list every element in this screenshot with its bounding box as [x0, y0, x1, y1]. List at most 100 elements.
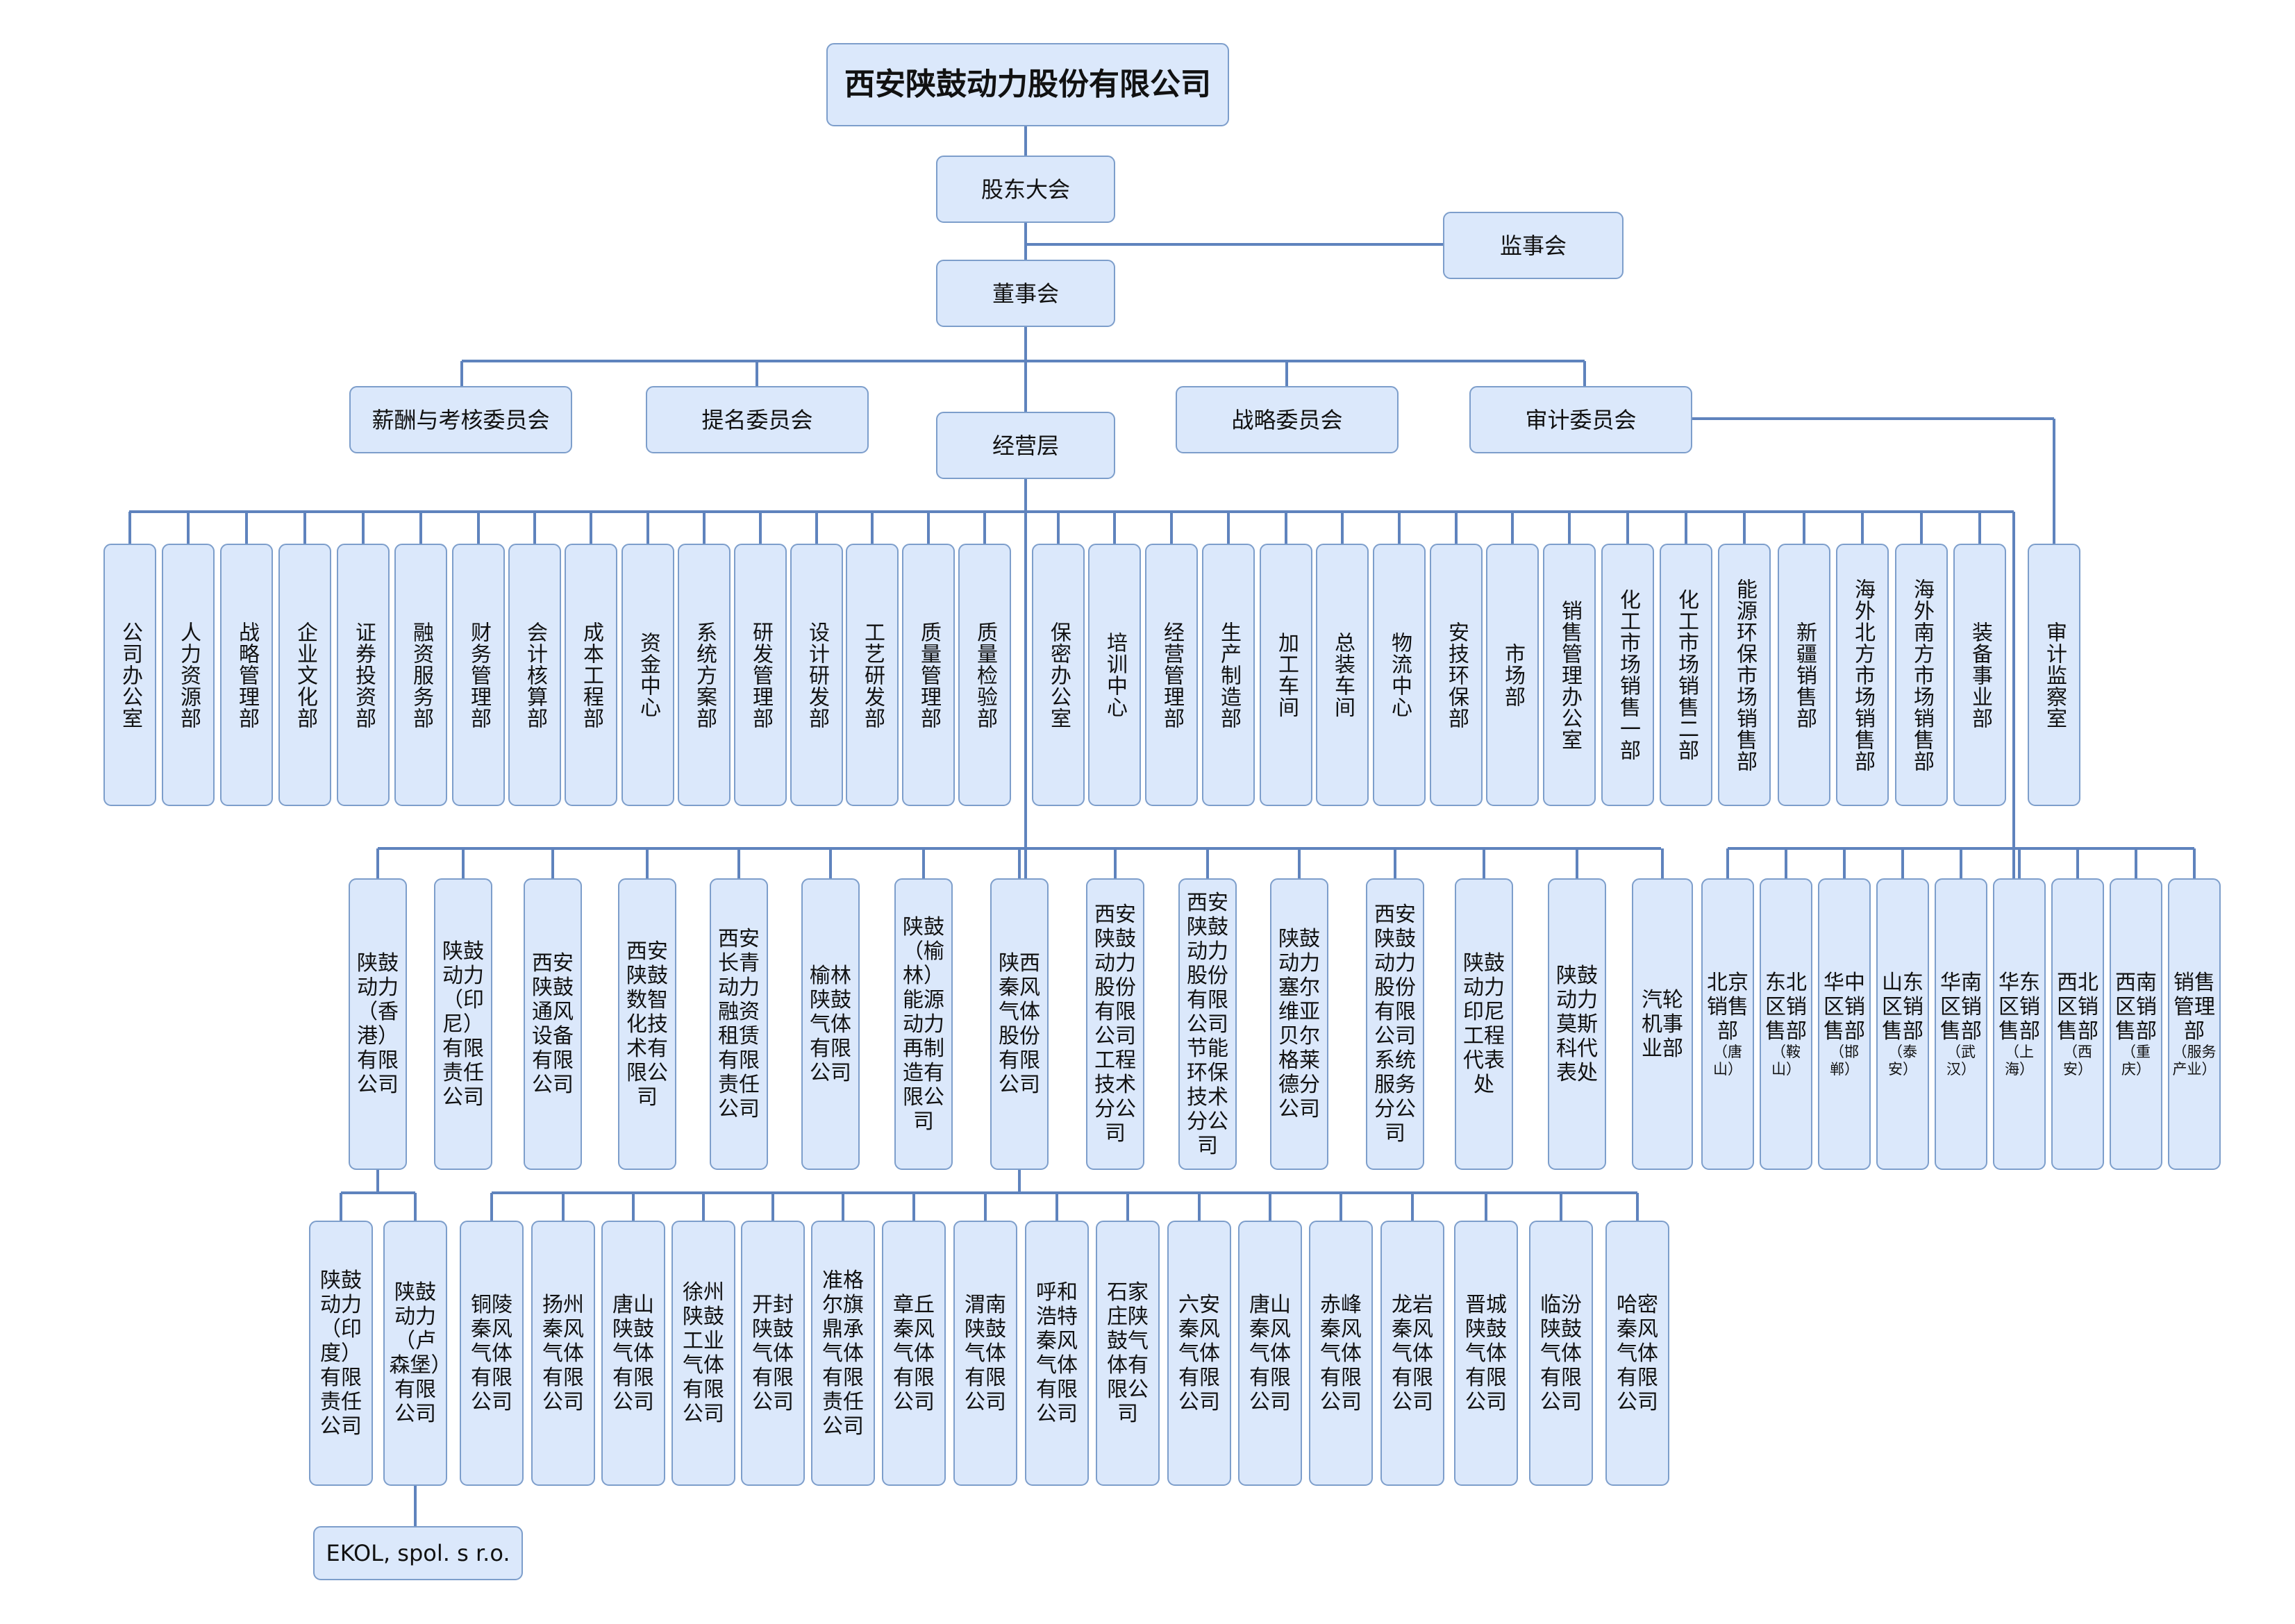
sales-office-name: 华中区销售部 — [1824, 970, 1865, 1044]
subsidiary-box-label: 陕鼓动力塞尔维亚贝尔格莱德分公司 — [1278, 927, 1320, 1121]
subsidiary-box-label: 西安长青动力融资租赁有限责任公司 — [718, 927, 760, 1121]
department-box-label: 安技环保部 — [1444, 621, 1469, 729]
committee-box: 薪酬与考核委员会 — [349, 386, 572, 453]
sales-office-name: 山东区销售部 — [1882, 970, 1923, 1044]
sales-office-label: 西南区销售部（重庆） — [2111, 971, 2161, 1078]
hk-sub-box: 陕鼓动力（卢森堡）有限公司 — [383, 1221, 447, 1486]
sales-office-city: （武汉） — [1946, 1043, 1976, 1078]
subsidiary-box: 西安陕鼓通风设备有限公司 — [524, 878, 582, 1170]
department-box-label: 经营管理部 — [1160, 621, 1184, 729]
department-box-label: 证券投资部 — [351, 621, 376, 729]
subsidiary-box: 西安长青动力融资租赁有限责任公司 — [710, 878, 768, 1170]
sales-office-box: 西南区销售部（重庆） — [2110, 878, 2162, 1170]
hk-sub-box-label: 陕鼓动力（印度）有限责任公司 — [320, 1268, 362, 1439]
department-box: 设计研发部 — [790, 544, 843, 806]
shareholders-label: 股东大会 — [980, 176, 1070, 203]
department-box: 培训中心 — [1088, 544, 1141, 806]
gas-sub-box-label: 开封陕鼓气体有限公司 — [752, 1292, 794, 1414]
department-box: 加工车间 — [1260, 544, 1312, 806]
department-box-label: 企业文化部 — [293, 621, 317, 729]
sales-office-name: 西北区销售部 — [2057, 970, 2098, 1044]
subsidiary-box-label: 陕鼓动力印尼工程代表处 — [1463, 951, 1505, 1097]
committee-label: 提名委员会 — [701, 406, 813, 433]
audit-office-label: 审计监察室 — [2042, 621, 2067, 729]
department-box: 企业文化部 — [278, 544, 331, 806]
management-label: 经营层 — [992, 432, 1059, 459]
subsidiary-box: 陕西秦风气体股份有限公司 — [990, 878, 1049, 1170]
sales-office-box: 山东区销售部（泰安） — [1876, 878, 1929, 1170]
subsidiary-box: 榆林陕鼓气体有限公司 — [801, 878, 860, 1170]
department-box-label: 保密办公室 — [1046, 621, 1071, 729]
subsidiary-box-label: 陕鼓（榆林）能源动力再制造有限公司 — [903, 914, 944, 1134]
gas-sub-box: 赤峰秦风气体有限公司 — [1309, 1221, 1373, 1486]
department-box-label: 融资服务部 — [409, 621, 433, 729]
sales-office-box: 东北区销售部（鞍山） — [1760, 878, 1812, 1170]
sales-office-name: 销售管理部 — [2173, 970, 2215, 1044]
department-box-label: 质量检验部 — [973, 621, 997, 729]
board-label: 董事会 — [992, 280, 1059, 307]
audit-office-box: 审计监察室 — [2028, 544, 2080, 806]
gas-sub-box: 准格尔旗鼎承气体有限责任公司 — [811, 1221, 875, 1486]
department-box: 证券投资部 — [337, 544, 390, 806]
department-box: 海外北方市场销售部 — [1836, 544, 1889, 806]
gas-sub-box: 唐山秦风气体有限公司 — [1238, 1221, 1302, 1486]
ekol-box: EKOL, spol. s r.o. — [313, 1526, 523, 1580]
management-box: 经营层 — [936, 412, 1115, 479]
department-box-label: 培训中心 — [1103, 632, 1127, 718]
department-box-label: 资金中心 — [636, 632, 660, 718]
department-box-label: 生产制造部 — [1217, 621, 1241, 729]
subsidiary-box: 西安陕鼓数智化技术有限公司 — [618, 878, 676, 1170]
department-box-label: 会计核算部 — [523, 621, 547, 729]
gas-sub-box: 呼和浩特秦风气体有限公司 — [1025, 1221, 1089, 1486]
subsidiary-box: 陕鼓动力（印尼）有限责任公司 — [434, 878, 492, 1170]
department-box-label: 物流中心 — [1387, 632, 1412, 718]
department-box: 资金中心 — [621, 544, 674, 806]
shareholders-box: 股东大会 — [936, 156, 1115, 223]
department-box: 人力资源部 — [162, 544, 215, 806]
department-box: 研发管理部 — [734, 544, 787, 806]
subsidiary-box: 西安陕鼓动力股份有限公司系统服务分公司 — [1366, 878, 1424, 1170]
sales-office-box: 华中区销售部（邯郸） — [1818, 878, 1871, 1170]
department-box-label: 战略管理部 — [235, 621, 259, 729]
subsidiary-box: 西安陕鼓动力股份有限公司节能环保技术分公司 — [1178, 878, 1237, 1170]
department-box: 化工市场销售一部 — [1601, 544, 1654, 806]
department-box-label: 市场部 — [1501, 642, 1525, 708]
ekol-label: EKOL, spol. s r.o. — [326, 1540, 510, 1566]
department-box-label: 公司办公室 — [118, 621, 142, 729]
department-box-label: 质量管理部 — [917, 621, 941, 729]
subsidiary-box: 陕鼓动力莫斯科代表处 — [1548, 878, 1606, 1170]
gas-sub-box: 渭南陕鼓气体有限公司 — [953, 1221, 1017, 1486]
subsidiary-box-label: 西安陕鼓动力股份有限公司系统服务分公司 — [1374, 903, 1416, 1146]
gas-sub-box: 晋城陕鼓气体有限公司 — [1454, 1221, 1518, 1486]
department-box: 安技环保部 — [1430, 544, 1483, 806]
sales-office-city: （服务产业） — [2172, 1043, 2217, 1078]
department-box: 销售管理办公室 — [1543, 544, 1596, 806]
sales-office-city: （邯郸） — [1830, 1043, 1859, 1078]
committee-box: 审计委员会 — [1469, 386, 1692, 453]
gas-sub-box-label: 晋城陕鼓气体有限公司 — [1465, 1292, 1507, 1414]
subsidiary-box-label: 西安陕鼓通风设备有限公司 — [532, 951, 574, 1097]
department-box: 质量管理部 — [902, 544, 955, 806]
gas-sub-box-label: 临汾陕鼓气体有限公司 — [1540, 1292, 1582, 1414]
department-box-label: 设计研发部 — [805, 621, 829, 729]
gas-sub-box-label: 六安秦风气体有限公司 — [1178, 1292, 1220, 1414]
sales-office-label: 华东区销售部（上海） — [1994, 971, 2044, 1078]
subsidiary-box-label: 西安陕鼓动力股份有限公司节能环保技术分公司 — [1187, 890, 1228, 1158]
sales-office-name: 西南区销售部 — [2115, 970, 2157, 1044]
sales-office-city: （鞍山） — [1771, 1043, 1801, 1078]
department-box-label: 系统方案部 — [692, 621, 717, 729]
company-name: 西安陕鼓动力股份有限公司 — [844, 67, 1211, 102]
sales-office-city: （重庆） — [2121, 1043, 2151, 1078]
subsidiary-box: 陕鼓（榆林）能源动力再制造有限公司 — [894, 878, 953, 1170]
sales-office-name: 北京销售部 — [1707, 970, 1749, 1044]
company-box: 西安陕鼓动力股份有限公司 — [826, 43, 1229, 126]
department-box: 海外南方市场销售部 — [1895, 544, 1948, 806]
department-box: 物流中心 — [1373, 544, 1426, 806]
supervisors-box: 监事会 — [1443, 212, 1624, 279]
department-box-label: 销售管理办公室 — [1558, 599, 1582, 751]
department-box: 化工市场销售二部 — [1660, 544, 1712, 806]
sales-office-city: （泰安） — [1888, 1043, 1917, 1078]
department-box: 新疆销售部 — [1778, 544, 1830, 806]
department-box-label: 装备事业部 — [1968, 621, 1992, 729]
